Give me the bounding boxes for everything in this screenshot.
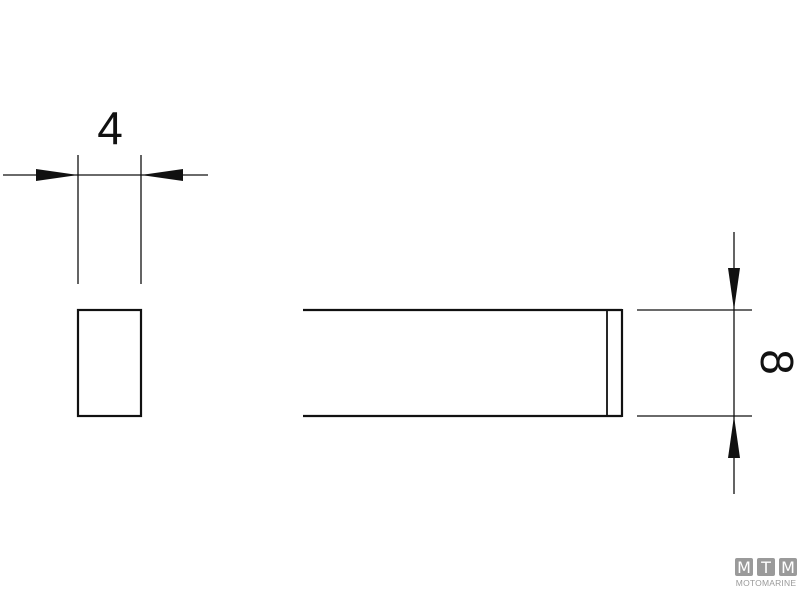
height-label: 8 [751, 349, 800, 375]
side-view [303, 308, 624, 418]
logo-letter: M [781, 558, 795, 577]
arrow-down-icon [728, 268, 740, 310]
motomarine-logo: M T M MOTOMARINE [735, 558, 797, 588]
arrow-right-icon [36, 169, 78, 181]
logo-letter: M [737, 558, 751, 577]
arrow-left-icon [141, 169, 183, 181]
end-view [76, 308, 143, 418]
width-label: 4 [97, 102, 123, 154]
height-dimension: 8 [637, 232, 800, 494]
logo-text: MOTOMARINE [736, 578, 797, 588]
logo-letter: T [760, 558, 771, 577]
arrow-up-icon [728, 416, 740, 458]
width-dimension: 4 [3, 102, 208, 284]
